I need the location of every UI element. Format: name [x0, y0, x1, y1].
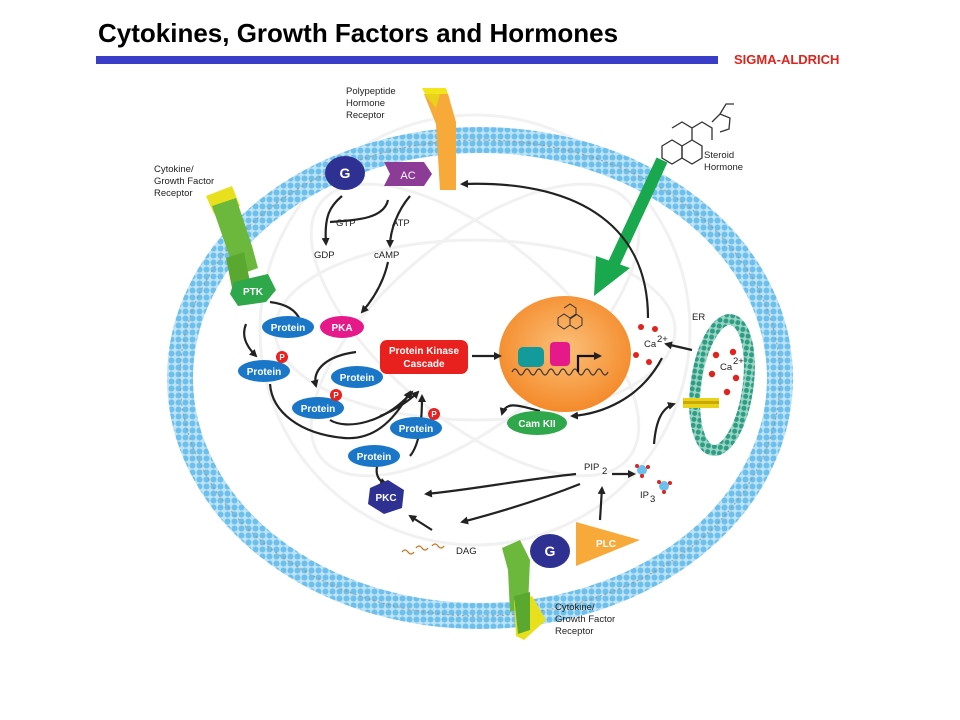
- cam-kii-node: Cam KII: [507, 411, 567, 435]
- dag-lipid-icon: [401, 543, 445, 555]
- svg-text:ATP: ATP: [392, 218, 410, 229]
- endoplasmic-reticulum: [689, 314, 755, 456]
- protein-node-5: Protein P: [390, 408, 442, 439]
- svg-text:2: 2: [602, 466, 607, 477]
- title-underline: [96, 56, 718, 64]
- steroid-entry-arrow: [594, 157, 668, 296]
- svg-text:Hormone: Hormone: [704, 162, 743, 173]
- svg-text:PKA: PKA: [331, 323, 352, 334]
- pka-node: PKA: [320, 316, 364, 338]
- protein-kinase-cascade: Protein Kinase Cascade: [380, 340, 468, 374]
- svg-text:AC: AC: [400, 170, 415, 182]
- svg-text:Growth Factor: Growth Factor: [555, 614, 615, 625]
- svg-text:PIP: PIP: [584, 462, 599, 473]
- svg-text:ER: ER: [692, 312, 705, 323]
- svg-text:Protein: Protein: [301, 404, 335, 415]
- pathway-arrows: [243, 179, 693, 531]
- nucleus: [499, 296, 658, 412]
- svg-text:DAG: DAG: [456, 546, 477, 557]
- svg-text:GDP: GDP: [314, 250, 335, 261]
- svg-text:Cascade: Cascade: [403, 359, 445, 370]
- polypeptide-hormone-receptor: [422, 88, 456, 190]
- svg-text:Cytokine/: Cytokine/: [555, 602, 595, 613]
- svg-text:PLC: PLC: [596, 539, 616, 550]
- svg-text:P: P: [431, 410, 437, 419]
- svg-text:3: 3: [650, 494, 655, 505]
- dna-strand: [511, 368, 609, 376]
- protein-node-3: Protein: [331, 366, 383, 388]
- svg-text:Hormone: Hormone: [346, 98, 385, 109]
- svg-text:Growth Factor: Growth Factor: [154, 176, 214, 187]
- svg-text:Protein Kinase: Protein Kinase: [389, 346, 459, 357]
- svg-text:2+: 2+: [733, 356, 744, 367]
- svg-text:Protein: Protein: [271, 323, 305, 334]
- svg-text:IP: IP: [640, 490, 649, 501]
- svg-text:2+: 2+: [657, 334, 668, 345]
- protein-node-2: Protein P: [238, 351, 290, 382]
- nucleus-steroid-icon: [557, 303, 583, 330]
- svg-text:Protein: Protein: [247, 367, 281, 378]
- svg-text:Receptor: Receptor: [555, 626, 594, 637]
- adenylyl-cyclase: AC: [384, 162, 432, 186]
- svg-text:PTK: PTK: [243, 287, 264, 298]
- transcription-factor-pink: [550, 342, 570, 366]
- ip3-molecule-icon: [635, 464, 672, 494]
- svg-text:Ca: Ca: [720, 362, 733, 373]
- svg-text:cAMP: cAMP: [374, 250, 399, 261]
- svg-text:Cytokine/: Cytokine/: [154, 164, 194, 175]
- g-protein-top: G: [325, 156, 365, 190]
- page-title: Cytokines, Growth Factors and Hormones: [98, 18, 619, 48]
- svg-text:Cam KII: Cam KII: [518, 419, 555, 430]
- svg-text:Receptor: Receptor: [154, 188, 193, 199]
- svg-text:Protein: Protein: [340, 373, 374, 384]
- svg-text:Protein: Protein: [399, 424, 433, 435]
- svg-text:GTP: GTP: [336, 218, 356, 229]
- brand-label: SIGMA-ALDRICH: [734, 52, 840, 67]
- protein-node-4: Protein P: [292, 389, 344, 419]
- svg-text:Receptor: Receptor: [346, 110, 385, 121]
- svg-text:PKC: PKC: [375, 493, 396, 504]
- svg-text:Steroid: Steroid: [704, 150, 734, 161]
- svg-text:G: G: [340, 165, 351, 181]
- cell-membrane: [167, 127, 793, 629]
- steroid-molecule-icon: [661, 103, 734, 165]
- protein-node-6: Protein: [348, 445, 400, 467]
- cytokine-receptor-bottom: [502, 540, 546, 640]
- svg-text:P: P: [333, 391, 339, 400]
- protein-node-1: Protein: [262, 316, 314, 338]
- transcription-factor-teal: [518, 347, 544, 367]
- ptk-kinase: PTK: [230, 274, 276, 306]
- svg-text:Ca: Ca: [644, 339, 657, 350]
- pkc-node: PKC: [368, 480, 404, 514]
- diagram-labels: Polypeptide Hormone Receptor Cytokine/ G…: [154, 86, 744, 637]
- svg-text:P: P: [279, 353, 285, 362]
- svg-text:Polypeptide: Polypeptide: [346, 86, 396, 97]
- g-protein-bottom: G: [530, 534, 570, 568]
- plc-node: PLC: [576, 522, 640, 566]
- svg-text:G: G: [545, 543, 556, 559]
- svg-text:Protein: Protein: [357, 452, 391, 463]
